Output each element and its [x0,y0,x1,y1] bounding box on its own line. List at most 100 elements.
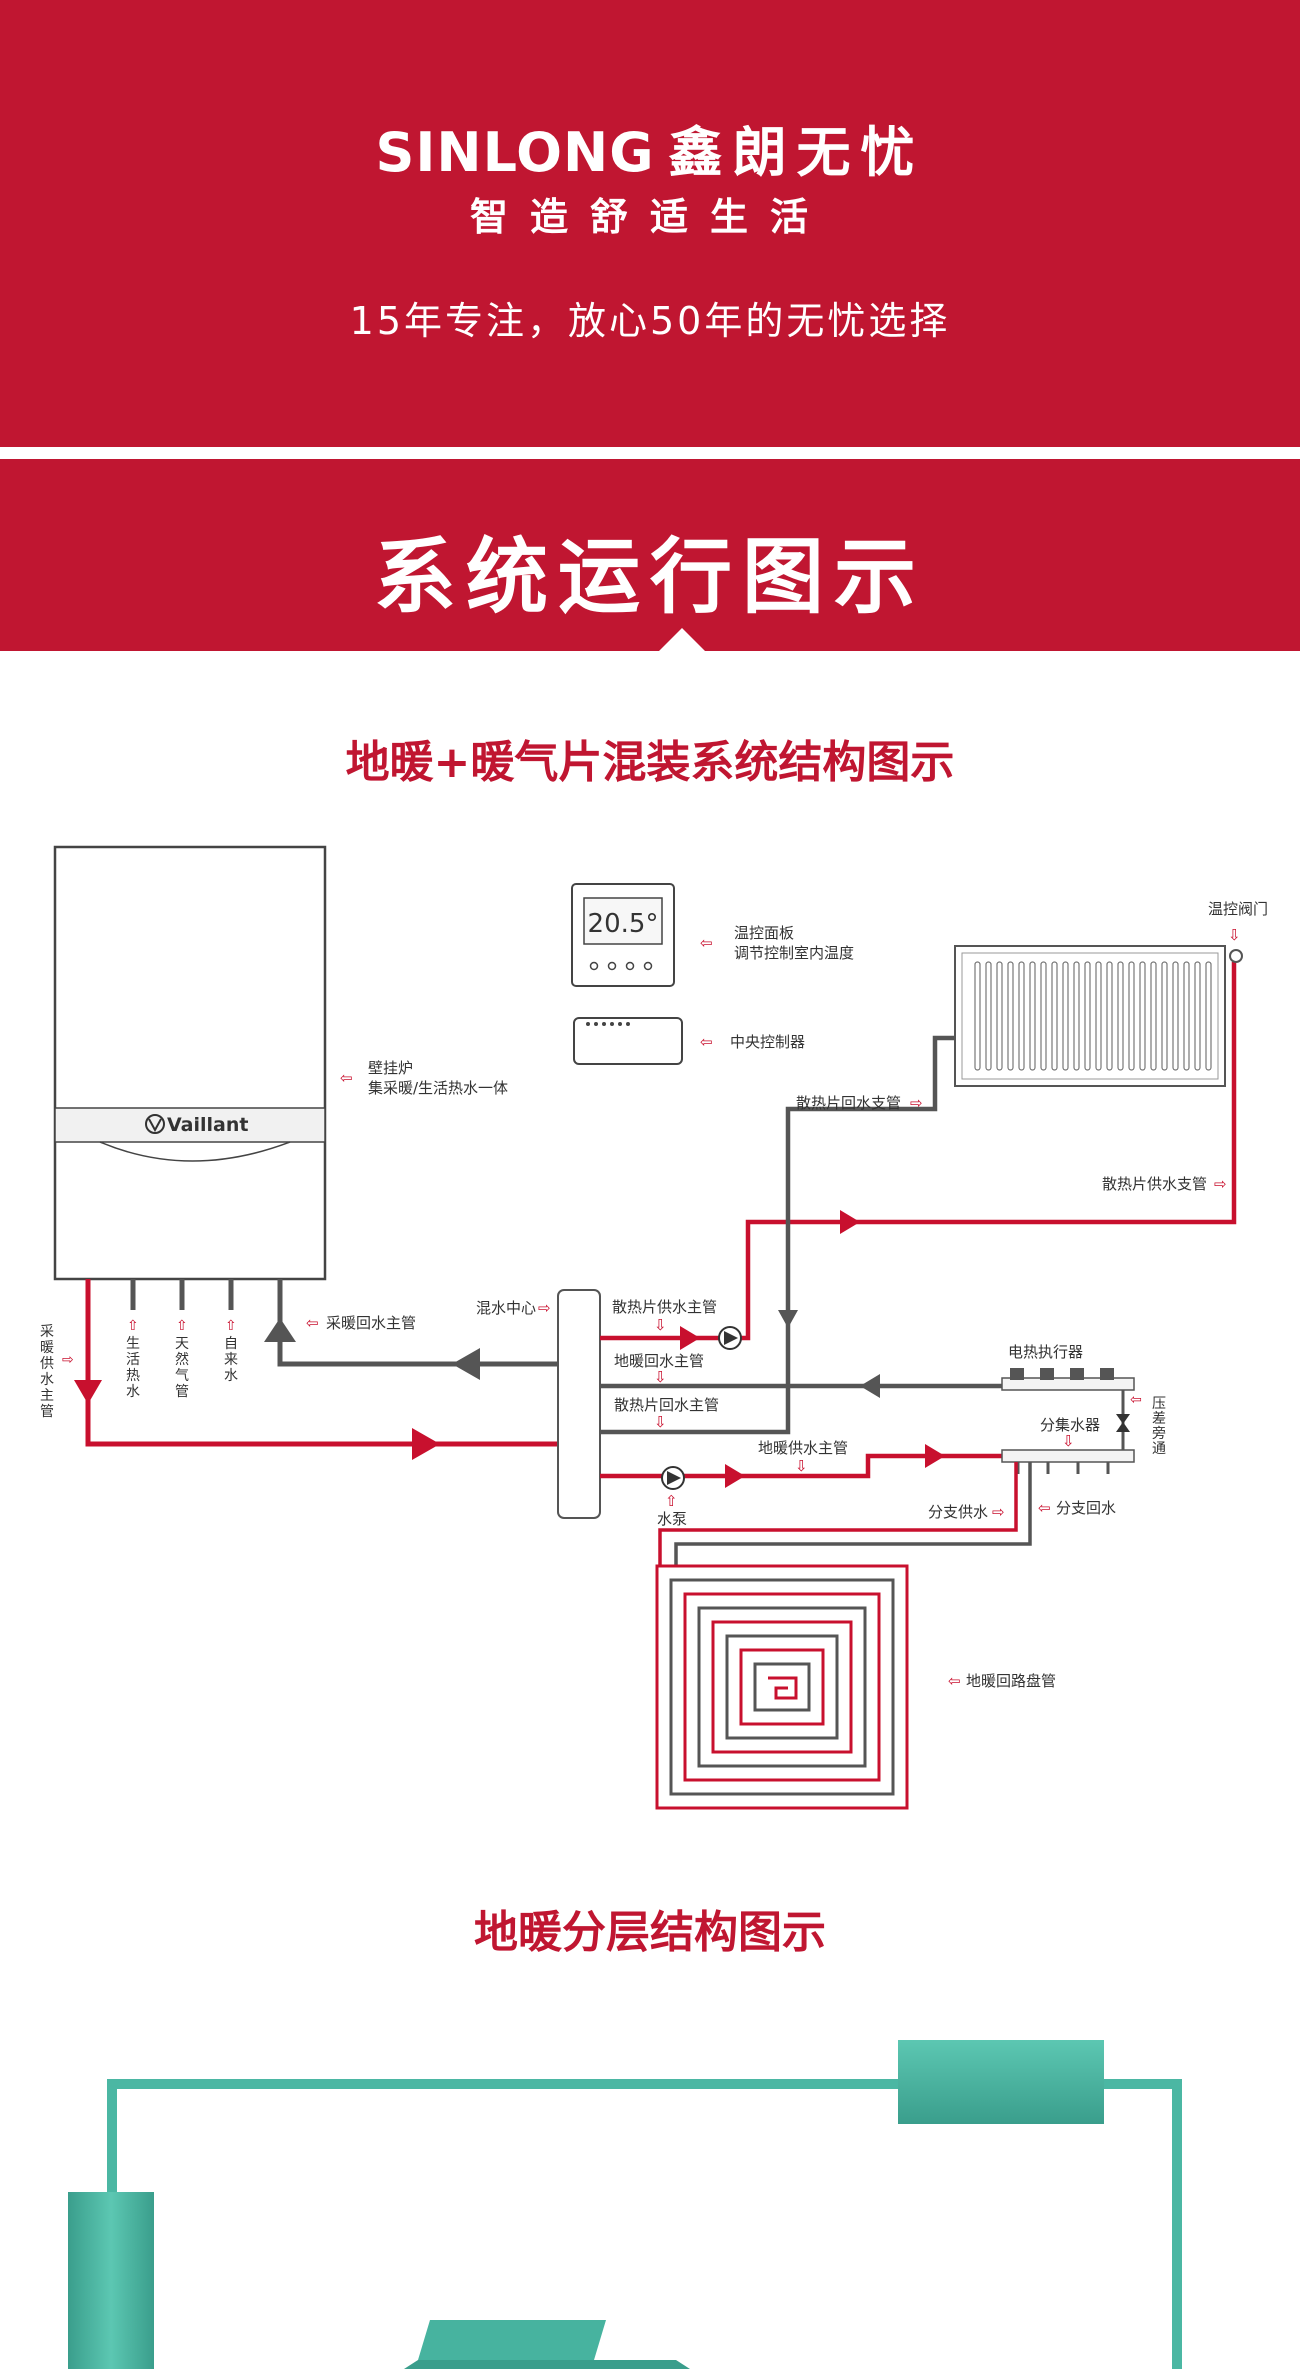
label-tap-water: 自来水 [224,1336,238,1384]
label-radiator-supply-branch: 散热片供水支管 [1102,1175,1207,1193]
arrow-branch-return: ⇦ [1038,1499,1051,1517]
arrow-thermostat: ⇦ [700,934,713,952]
brand-latin: SINLONG [375,121,655,184]
layer-diagram [68,2040,1182,2369]
brand-slogan: 智造舒适生活 [469,195,830,239]
heating-return-pipe [264,1290,560,1380]
branch-pipes [658,1462,1032,1566]
thermostat: 20.5° [571,883,675,987]
label-natural-gas: 天然气管 [175,1336,189,1400]
arrow-dhw: ⇧ [127,1318,139,1334]
teal-pipe-frame [68,2040,1182,2369]
radiator-fin [1194,961,1201,1071]
label-boiler-1: 壁挂炉 [368,1059,413,1077]
arrow-mixing-center: ⇨ [538,1299,551,1317]
system-diagram: Vaillant [40,845,1268,1810]
arrow-heating-return-main: ⇦ [306,1314,319,1332]
boiler-brand: Vaillant [167,1114,248,1136]
arrow-floor-supply-main: ⇩ [795,1457,808,1475]
label-floor-supply-main: 地暖供水主管 [758,1439,848,1457]
radiator-fin [1139,961,1146,1071]
floor-loop-spiral [655,1564,909,1810]
label-pressure-bypass: 压差旁通 [1152,1396,1166,1457]
label-radiator-valve: 温控阀门 [1208,900,1268,918]
arrow-radiator-return-branch: ⇨ [910,1094,923,1112]
radiator-fin [1205,961,1212,1071]
radiator-return-pipe [600,1035,955,1435]
radiator-fin [1062,961,1069,1071]
arrow-boiler: ⇦ [340,1069,353,1087]
vaillant-logo-icon [145,1114,165,1134]
mixing-center [557,1289,601,1519]
radiator-fin [974,961,981,1071]
heating-supply-pipe [74,1279,560,1460]
radiator-fin [1117,961,1124,1071]
label-branch-return: 分支回水 [1056,1499,1116,1517]
arrow-manifold: ⇩ [1062,1432,1075,1450]
radiator-fin [996,961,1003,1071]
radiator-fin [1084,961,1091,1071]
arrow-controller: ⇦ [700,1033,713,1051]
radiator-fin [1150,961,1157,1071]
floor-supply-pipe [600,1444,1006,1490]
radiator-fin [1183,961,1190,1071]
label-floor-loop: 地暖回路盘管 [966,1672,1056,1690]
label-thermostat-1: 温控面板 [734,924,794,942]
radiator-fin [1161,961,1168,1071]
label-pump: 水泵 [657,1510,687,1528]
radiator-fin [985,961,992,1071]
central-controller [573,1017,683,1065]
radiator-fin [1172,961,1179,1071]
arrow-radiator-supply-branch: ⇨ [1214,1175,1227,1193]
boiler: Vaillant [53,845,327,1281]
manifold [1001,1368,1135,1474]
arrow-heating-supply-main: ⇨ [62,1352,74,1368]
label-mixing-center: 混水中心 [476,1299,536,1317]
banner-divider [0,447,1300,459]
radiator-fin [1040,961,1047,1071]
diagram2-title: 地暖分层结构图示 [474,1907,826,1958]
label-boiler-2: 集采暖/生活热水一体 [368,1079,508,1097]
arrow-floor-return-main: ⇩ [654,1368,667,1386]
radiator [954,945,1243,1087]
arrow-branch-supply: ⇨ [992,1503,1005,1521]
label-heating-return-main: 采暖回水主管 [326,1314,416,1332]
boiler-stubs [85,1279,283,1315]
arrow-gas: ⇧ [176,1318,188,1334]
label-controller: 中央控制器 [730,1033,805,1051]
radiator-fin [1095,961,1102,1071]
label-manifold: 分集水器 [1040,1416,1100,1434]
label-radiator-return-main: 散热片回水主管 [614,1396,719,1414]
label-thermostat-2: 调节控制室内温度 [734,944,854,962]
label-floor-return-main: 地暖回水主管 [614,1352,704,1370]
radiator-fin [1051,961,1058,1071]
label-electric-actuator: 电热执行器 [1008,1343,1083,1361]
section-banner [0,459,1300,651]
arrow-radiator-return-main: ⇩ [654,1413,667,1431]
radiator-supply-pipe [600,962,1237,1350]
arrow-bypass: ⇦ [1130,1392,1142,1408]
arrow-tap: ⇧ [225,1318,237,1334]
arrow-pump: ⇧ [665,1492,678,1510]
label-heating-supply-main: 采暖供水主管 [40,1324,54,1420]
arrow-floor-loop: ⇦ [948,1672,961,1690]
radiator-fin [1106,961,1113,1071]
label-branch-supply: 分支供水 [928,1503,988,1521]
thermostat-display: 20.5° [588,909,659,939]
floor-return-pipe [600,1374,1006,1398]
arrow-radiator-supply-main: ⇩ [654,1316,667,1334]
label-radiator-return-branch: 散热片回水支管 [796,1094,901,1112]
brand-cn: 鑫朗无忧 [668,121,925,184]
radiator-fin [1029,961,1036,1071]
banner-notch [658,628,706,652]
label-radiator-supply-main: 散热片供水主管 [612,1298,717,1316]
section-title: 系统运行图示 [373,530,926,625]
radiator-fin [1007,961,1014,1071]
header-banner [0,0,1300,447]
radiator-fin [1128,961,1135,1071]
arrow-radiator-valve: ⇩ [1228,926,1241,944]
diagram1-title: 地暖+暖气片混装系统结构图示 [345,737,955,788]
radiator-fin [1073,961,1080,1071]
label-domestic-hot-water: 生活热水 [126,1336,140,1400]
